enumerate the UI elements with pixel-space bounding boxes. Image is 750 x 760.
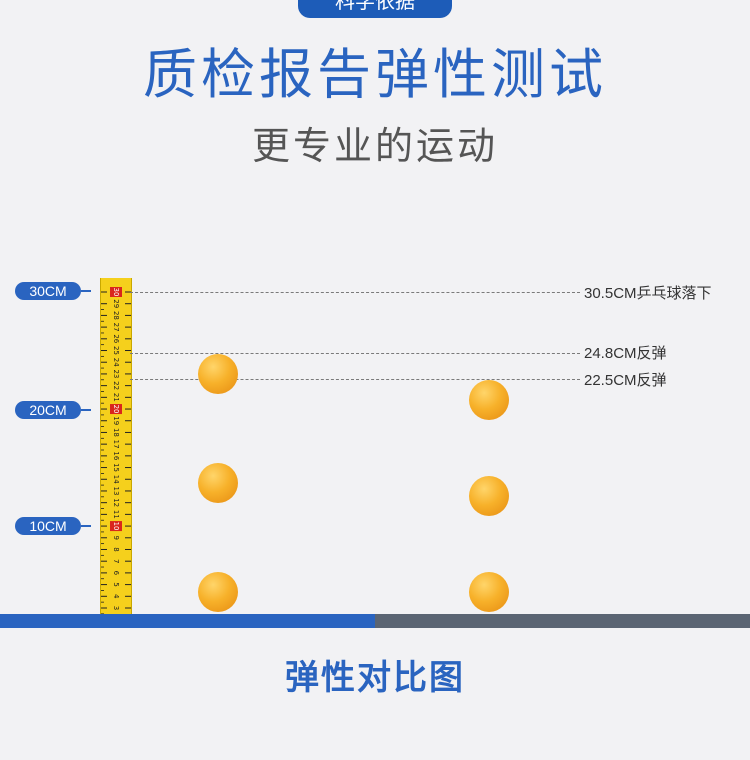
tape-number: 28	[112, 311, 120, 320]
rebound-high-line	[130, 353, 580, 354]
tape-number: 27	[112, 323, 120, 332]
measuring-tape: 3 4 5 6 7 8 9 10 11 12 13 14 15 16 17 18 19 20 21 22 23 24 25 2…	[100, 278, 132, 615]
tape-number: 17	[112, 440, 120, 449]
tape-number: 12	[112, 498, 120, 507]
header-badge: 科学依据	[298, 0, 452, 18]
scale-label-20cm: 20CM	[15, 401, 81, 419]
tape-number: 23	[112, 369, 120, 378]
tape-number: 11	[112, 510, 120, 519]
ping-pong-ball-right-bottom	[469, 572, 509, 612]
base-bar-right	[375, 614, 750, 628]
tape-number: 5	[112, 582, 120, 586]
tape-number: 30	[112, 288, 120, 297]
ping-pong-ball-left-top	[198, 354, 238, 394]
page-subtitle: 更专业的运动	[251, 124, 498, 168]
comparison-caption: 弹性对比图	[285, 658, 465, 698]
ping-pong-ball-left-bottom	[198, 572, 238, 612]
tape-number: 13	[112, 487, 120, 496]
tape-number: 26	[112, 334, 120, 343]
rebound-low-line	[130, 379, 580, 380]
drop-height-label: 30.5CM乒乓球落下	[584, 285, 712, 302]
tape-number: 18	[112, 428, 120, 437]
tape-number: 6	[112, 571, 120, 576]
tape-number: 4	[112, 594, 120, 599]
rebound-high-label: 24.8CM反弹	[584, 345, 667, 362]
scale-connector	[81, 290, 91, 292]
tape-number: 15	[112, 463, 120, 472]
tape-number: 9	[112, 536, 120, 540]
tape-number: 8	[112, 547, 120, 551]
tape-number: 29	[112, 299, 120, 308]
tape-number: 14	[112, 475, 120, 484]
scale-connector	[81, 409, 91, 411]
scale-label-30cm: 30CM	[15, 282, 81, 300]
tape-number: 7	[112, 559, 120, 563]
ping-pong-ball-right-top	[469, 380, 509, 420]
tape-number: 20	[112, 405, 120, 414]
tape-number: 16	[112, 451, 120, 460]
tape-highlight	[110, 287, 122, 297]
tape-number: 25	[112, 346, 120, 355]
drop-height-line	[130, 292, 580, 293]
tape-highlight	[110, 404, 122, 415]
tape-number: 10	[112, 522, 120, 531]
measuring-tape-markings: 3 4 5 6 7 8 9 10 11 12 13 14 15 16 17 18 19 20 21 22 23 24 25 2…	[101, 287, 131, 615]
tape-highlight	[110, 521, 122, 532]
scale-label-10cm: 10CM	[15, 517, 81, 535]
tape-number: 3	[112, 606, 120, 610]
tape-number: 19	[112, 416, 120, 425]
tape-number: 24	[112, 358, 120, 367]
page-title: 质检报告弹性测试	[143, 43, 607, 106]
tape-number: 21	[112, 393, 120, 402]
ping-pong-ball-left-middle	[198, 463, 238, 503]
base-bar-left	[0, 614, 375, 628]
tape-number: 22	[112, 381, 120, 390]
rebound-low-label: 22.5CM反弹	[584, 372, 667, 389]
scale-connector	[81, 525, 91, 527]
ping-pong-ball-right-middle	[469, 476, 509, 516]
